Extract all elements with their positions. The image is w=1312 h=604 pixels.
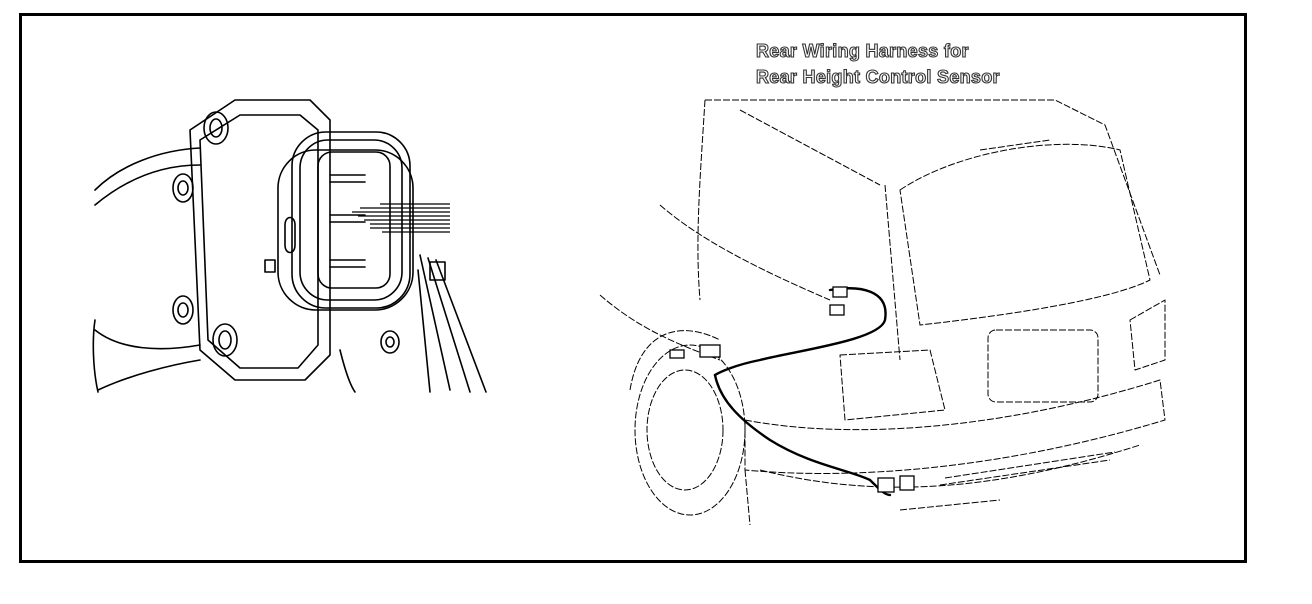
sensor-body xyxy=(189,99,331,381)
license-plate xyxy=(987,329,1099,403)
lower-link-arm xyxy=(94,329,201,391)
pointer-arrow xyxy=(352,203,450,233)
rear-window xyxy=(899,143,1151,326)
caption-line-1: Rear Wiring Harness for xyxy=(755,40,969,61)
harness-connectors xyxy=(669,286,915,493)
harness-routing xyxy=(713,287,892,497)
caption-line-2: Rear Height Control Sensor xyxy=(755,66,1000,87)
rear-wheel xyxy=(634,344,746,516)
rear-bumper xyxy=(744,379,1166,474)
mounting-bolts xyxy=(172,111,238,357)
harness-wires xyxy=(417,254,487,393)
upper-link-arm xyxy=(94,147,201,206)
harness-connector xyxy=(277,131,414,311)
diagram-caption: Rear Wiring Harness for Rear Height Cont… xyxy=(755,38,1000,90)
vehicle-rear-illustration xyxy=(599,99,1166,526)
